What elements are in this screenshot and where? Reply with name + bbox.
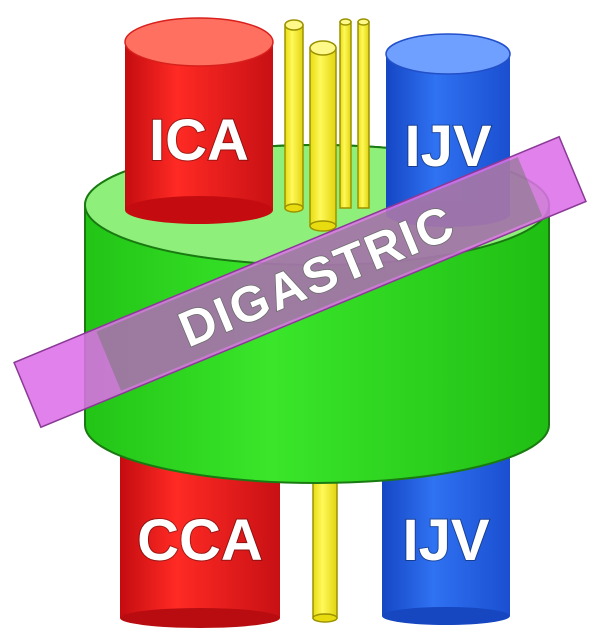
nerve-rod [357,18,370,209]
nerve-rod [284,19,304,213]
ica-upper-vessel [124,17,274,224]
nerve-rods-upper [284,18,370,232]
nerve-rod [339,18,352,209]
ijv-lower-label: IJV [402,508,489,573]
nerve-rod [309,40,337,232]
ica-label: ICA [149,108,249,173]
cca-label: CCA [137,508,263,573]
nerve-lower [312,459,338,623]
ijv-upper-label: IJV [404,114,491,179]
